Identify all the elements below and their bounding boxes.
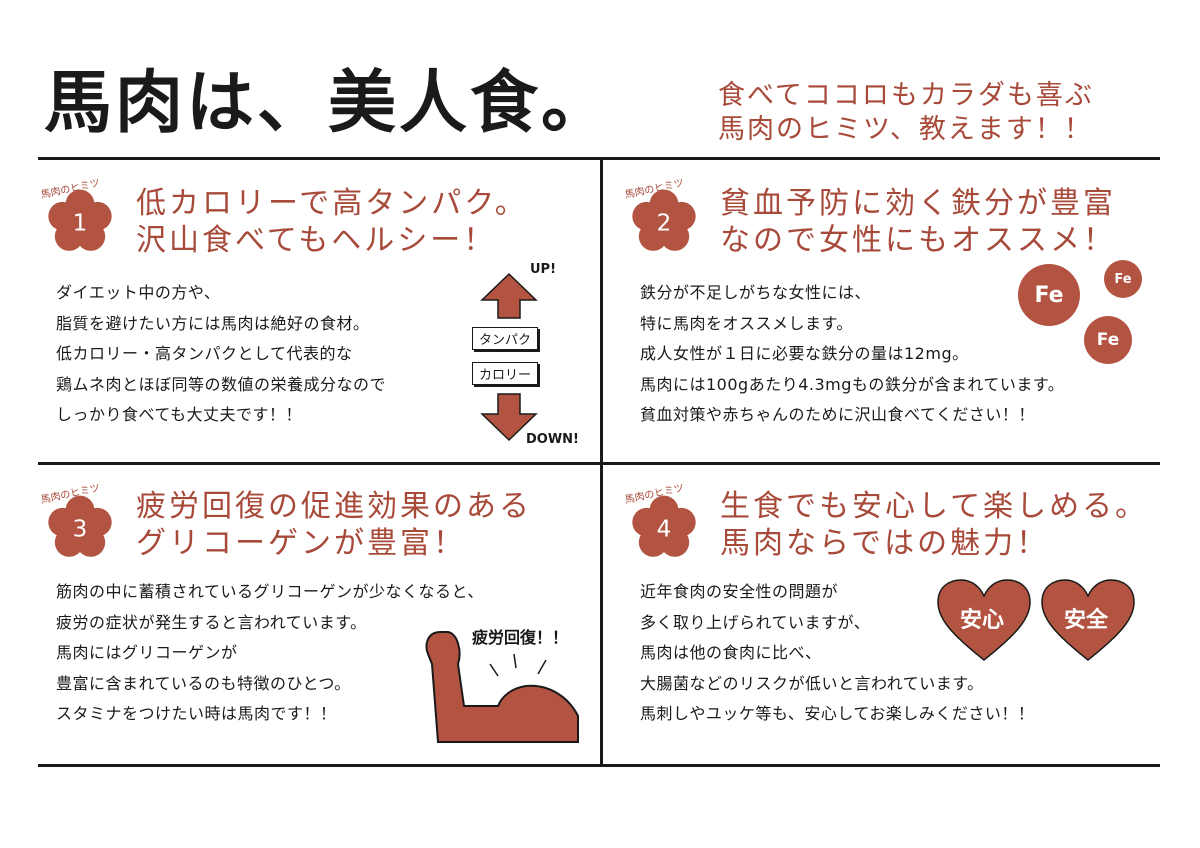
heart-icon xyxy=(937,579,1031,661)
cherry-blossom-icon: 3 xyxy=(48,495,112,557)
section-1-heading-line-2: 沢山食べてもヘルシー！ xyxy=(136,223,497,258)
vertical-divider xyxy=(600,159,603,764)
body-line: 貧血対策や赤ちゃんのために沢山食べてください！！ xyxy=(640,405,1035,424)
iron-bubble-large: Fe xyxy=(1018,264,1080,326)
heart-label-relief: 安心 xyxy=(960,608,1005,633)
section-2-heading-line-2: なので女性にもオススメ！ xyxy=(720,223,1116,258)
down-arrow-icon xyxy=(480,393,538,442)
section-1-heading-line-1: 低カロリーで高タンパク。 xyxy=(136,186,528,221)
body-line: 鶏ムネ肉とほぼ同等の数値の栄養成分なので xyxy=(56,374,387,394)
body-line: 多く取り上げられていますが、 xyxy=(640,612,871,632)
body-line: 馬肉にはグリコーゲンが xyxy=(56,643,238,662)
heart-label-safety: 安全 xyxy=(1064,608,1109,633)
section-number: 4 xyxy=(657,517,672,543)
body-line: 低カロリー・高タンパクとして代表的な xyxy=(56,344,353,363)
subtitle-line-1: 食べてココロもカラダも喜ぶ xyxy=(718,80,1094,111)
body-line: 脂質を避けたい方には馬肉は絶好の食材。 xyxy=(56,313,370,333)
body-line: 疲労の症状が発生すると言われています。 xyxy=(56,612,367,632)
section-3-heading-line-2: グリコーゲンが豊富！ xyxy=(136,526,466,561)
middle-rule xyxy=(38,462,1160,465)
up-label: UP! xyxy=(530,262,557,277)
cherry-blossom-icon: 1 xyxy=(48,189,112,251)
section-2-body: 鉄分が不足しがちな女性には、 特に馬肉をオススメします。 成人女性が１日に必要な… xyxy=(640,278,1064,431)
body-line: 近年食肉の安全性の問題が xyxy=(640,582,839,601)
section-4-heading-line-1: 生食でも安心して楽しめる。 xyxy=(720,489,1149,524)
flexed-arm-icon xyxy=(425,631,579,743)
up-arrow-icon xyxy=(480,272,538,319)
section-4-heading-line-2: 馬肉ならではの魅力！ xyxy=(720,526,1050,561)
iron-bubble-medium: Fe xyxy=(1084,316,1132,364)
section-2-heading-line-1: 貧血予防に効く鉄分が豊富 xyxy=(720,186,1116,221)
calorie-label: カロリー xyxy=(472,362,539,385)
body-line: 成人女性が１日に必要な鉄分の量は12mg。 xyxy=(640,344,969,363)
body-line: ダイエット中の方や、 xyxy=(56,283,221,302)
recovery-caption: 疲労回復！！ xyxy=(472,628,569,647)
heart-icon xyxy=(1041,579,1135,661)
top-rule xyxy=(38,157,1160,160)
subtitle-line-2: 馬肉のヒミツ、教えます！！ xyxy=(718,114,1093,145)
cherry-blossom-icon: 4 xyxy=(632,495,696,557)
iron-bubble-small: Fe xyxy=(1104,260,1142,298)
section-number: 2 xyxy=(657,211,672,237)
body-line: しっかり食べても大丈夫です！！ xyxy=(56,405,303,424)
page-title: 馬肉は、美人食。 xyxy=(44,64,613,143)
down-label: DOWN! xyxy=(526,432,579,447)
body-line: 馬肉は他の食肉に比べ、 xyxy=(640,643,822,662)
section-number: 1 xyxy=(73,211,88,237)
section-1-body: ダイエット中の方や、 脂質を避けたい方には馬肉は絶好の食材。 低カロリー・高タン… xyxy=(56,278,386,431)
body-line: 鉄分が不足しがちな女性には、 xyxy=(640,283,872,302)
body-line: 豊富に含まれているのも特徴のひとつ。 xyxy=(56,673,351,693)
body-line: 大腸菌などのリスクが低いと言われています。 xyxy=(640,673,984,693)
section-3-heading-line-1: 疲労回復の促進効果のある xyxy=(136,489,532,524)
bottom-rule xyxy=(38,764,1160,767)
section-4-body: 近年食肉の安全性の問題が 多く取り上げられていますが、 馬肉は他の食肉に比べ、 … xyxy=(640,577,1034,730)
body-line: 特に馬肉をオススメします。 xyxy=(640,313,853,333)
cherry-blossom-icon: 2 xyxy=(632,189,696,251)
section-3-body: 筋肉の中に蓄積されているグリコーゲンが少なくなると、 疲労の症状が発生すると言わ… xyxy=(56,577,484,730)
body-line: スタミナをつけたい時は馬肉です！！ xyxy=(56,704,337,723)
protein-label: タンパク xyxy=(472,327,539,350)
body-line: 馬肉には100gあたり4.3mgもの鉄分が含まれています。 xyxy=(640,374,1065,394)
section-number: 3 xyxy=(73,517,88,543)
body-line: 筋肉の中に蓄積されているグリコーゲンが少なくなると、 xyxy=(56,582,484,601)
body-line: 馬刺しやユッケ等も、安心してお楽しみください！！ xyxy=(640,704,1035,723)
